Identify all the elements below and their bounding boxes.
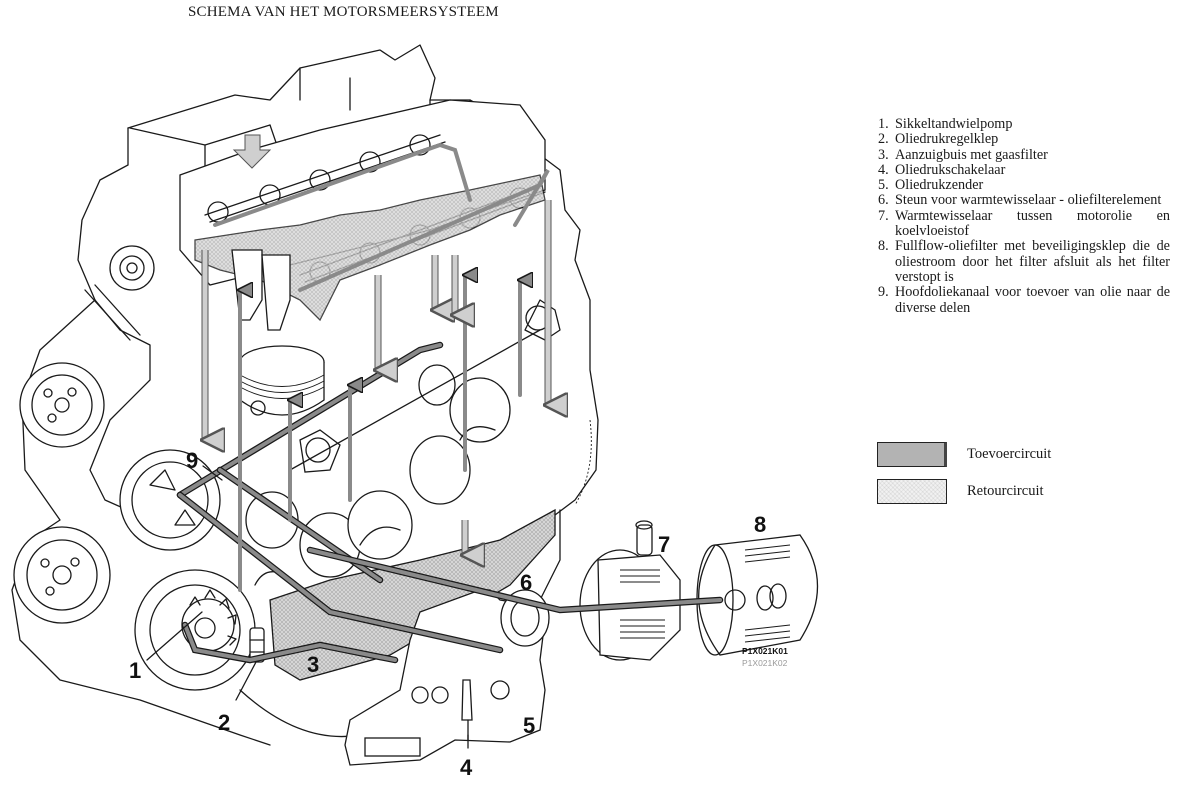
callout-9: 9 — [186, 448, 198, 473]
callout-4: 4 — [460, 755, 473, 780]
regulator-valve — [249, 627, 265, 663]
figure-codes: P1X021K01 P1X021K02 — [742, 645, 788, 669]
filter-bracket — [344, 589, 550, 766]
parts-list-item: 4.Oliedrukschakelaar — [878, 161, 1006, 178]
parts-list-item: 3.Aanzuigbuis met gaasfilter — [878, 146, 1048, 163]
callout-2: 2 — [218, 710, 230, 735]
oil-filter — [696, 534, 819, 656]
tensioner-pulley — [84, 245, 155, 341]
crank-pulley — [19, 362, 105, 448]
figure-code-secondary: P1X021K02 — [742, 658, 788, 668]
part-label: Steun voor warmtewisselaar - oliefiltere… — [895, 192, 1162, 209]
supply-swatch — [877, 442, 947, 467]
parts-list-item: 5.Oliedrukzender — [878, 177, 984, 194]
callout-3: 3 — [307, 652, 319, 677]
figure-code-primary: P1X021K01 — [742, 646, 788, 656]
supply-circuit — [176, 142, 724, 664]
part-label: Oliedrukschakelaar — [895, 161, 1006, 178]
parts-list-item: 9.Hoofdoliekanaal voor toevoer van olie … — [878, 284, 1170, 316]
leader-9 — [202, 465, 223, 481]
callout-6: 6 — [520, 570, 532, 595]
part-label: Oliedrukzender — [895, 177, 984, 194]
leader-2 — [235, 661, 257, 701]
parts-list: 1.Sikkeltandwielpomp 2.Oliedrukregelklep… — [878, 116, 1170, 316]
callout-8: 8 — [754, 512, 766, 537]
parts-list-item: 1.Sikkeltandwielpomp — [878, 116, 1013, 132]
callout-5: 5 — [523, 713, 535, 738]
parts-list-item: 7.Warmtewisselaar tussen motorolie en ko… — [878, 207, 1170, 240]
part-label: Fullflow-oliefilter met beveiligingsklep… — [895, 238, 1170, 285]
parts-list-item: 6.Steun voor warmtewisselaar - oliefilte… — [878, 192, 1162, 209]
engine-lubrication-drawing: 1 2 3 4 5 6 7 8 9 — [11, 44, 819, 780]
legend-item-return: Retourcircuit — [877, 473, 1051, 510]
leader-lines — [146, 465, 469, 749]
circuit-legend: Toevoercircuit Retourcircuit — [877, 436, 1051, 510]
part-label: Aanzuigbuis met gaasfilter — [895, 146, 1048, 163]
lower-pulley — [13, 526, 111, 624]
leader-1 — [146, 611, 203, 661]
part-label: Hoofdoliekanaal voor toevoer van olie na… — [895, 284, 1170, 316]
legend-label: Retourcircuit — [967, 483, 1044, 499]
cylinder-head — [179, 99, 546, 322]
parts-list-item: 2.Oliedrukregelklep — [878, 131, 999, 148]
oil-pump — [134, 569, 256, 691]
parts-list-item: 8.Fullflow-oliefilter met beveiligingskl… — [878, 238, 1170, 285]
diagram-title: SCHEMA VAN HET MOTORSMEERSYSTEEM — [188, 4, 499, 20]
part-label: Oliedrukregelklep — [895, 131, 999, 148]
legend-label: Toevoercircuit — [967, 446, 1052, 462]
part-label: Warmtewisselaar tussen motorolie en koel… — [895, 207, 1170, 240]
return-swatch — [877, 479, 947, 504]
callout-1: 1 — [129, 658, 141, 683]
legend-item-supply: Toevoercircuit — [877, 436, 1051, 473]
idler-pulley — [119, 449, 221, 551]
callout-7: 7 — [658, 532, 670, 557]
return-circuit — [205, 200, 548, 555]
part-label: Sikkeltandwielpomp — [895, 116, 1013, 132]
piston-and-valves — [231, 249, 325, 416]
